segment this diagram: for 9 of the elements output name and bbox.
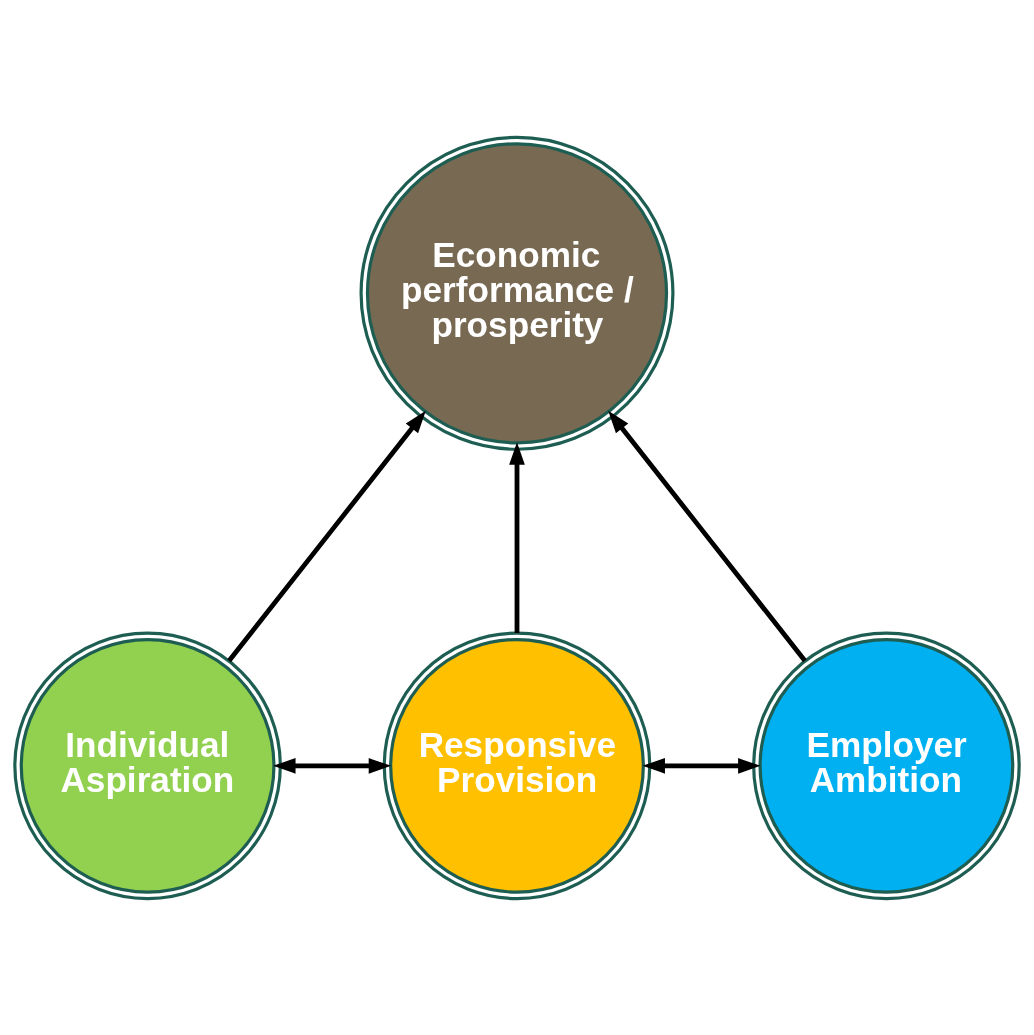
arrow — [273, 757, 392, 774]
arrow — [642, 757, 761, 774]
arrow — [608, 410, 807, 662]
node-circle: Employer Ambition — [752, 631, 1021, 900]
arrow — [227, 410, 426, 662]
arrow — [509, 441, 525, 633]
node-circle: Individual Aspiration — [13, 631, 282, 900]
node-circle: Responsive Provision — [382, 631, 652, 900]
node-circle: Economic performance / prosperity — [359, 135, 675, 451]
